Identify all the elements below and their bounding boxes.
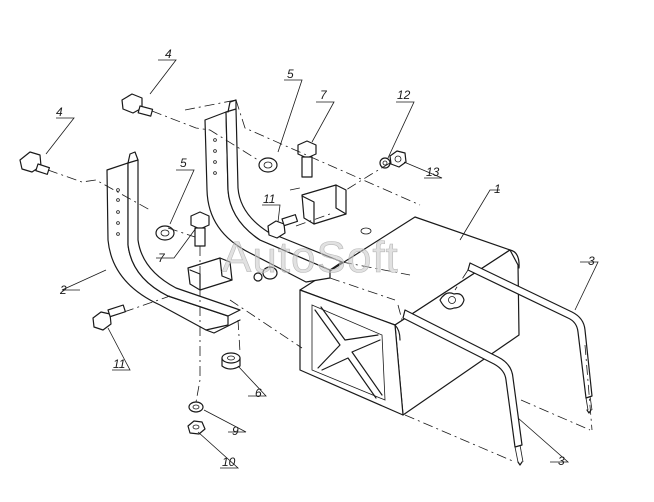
callout-4-front: 4 (56, 105, 63, 119)
callout-2: 2 (59, 283, 67, 297)
callout-7-rear: 7 (320, 88, 328, 102)
fuel-tank (299, 216, 520, 416)
callout-3-front: 3 (558, 454, 565, 468)
callout-11-front: 11 (113, 357, 125, 371)
bolt-7-front (190, 211, 210, 247)
callout-7-front: 7 (158, 251, 166, 265)
bolt-4-front (19, 151, 51, 175)
nut-13 (389, 150, 407, 168)
leader-lines (45, 59, 599, 469)
callout-12: 12 (397, 88, 411, 102)
callout-9: 9 (232, 424, 239, 438)
washer-9 (188, 401, 204, 413)
callout-3-rear: 3 (588, 254, 595, 268)
callout-5-rear: 5 (287, 67, 294, 81)
bracket-front (106, 151, 241, 334)
bolt-4-rear (121, 93, 154, 117)
callout-10: 10 (222, 455, 236, 469)
callout-13: 13 (426, 165, 440, 179)
tank-strap-front (402, 309, 524, 466)
angle-bracket-rear (301, 184, 372, 235)
nut-small-mid (253, 266, 278, 282)
bolt-11-rear (267, 214, 299, 239)
callout-4-rear: 4 (165, 47, 172, 61)
washer-12 (379, 157, 391, 169)
callout-6: 6 (255, 386, 262, 400)
callout-1: 1 (494, 182, 501, 196)
watermark-text: AutoSoft (222, 233, 399, 282)
tank-strap-rear (467, 262, 593, 431)
nut-5-rear (258, 157, 278, 173)
bolt-7-rear (297, 140, 317, 178)
nut-5-front (155, 225, 175, 241)
callout-11-rear: 11 (263, 192, 275, 206)
spacer-6 (221, 352, 241, 370)
nut-10 (187, 420, 206, 435)
callout-5-front: 5 (180, 156, 187, 170)
bolt-11-front (92, 304, 126, 331)
angle-bracket-front (187, 257, 233, 291)
